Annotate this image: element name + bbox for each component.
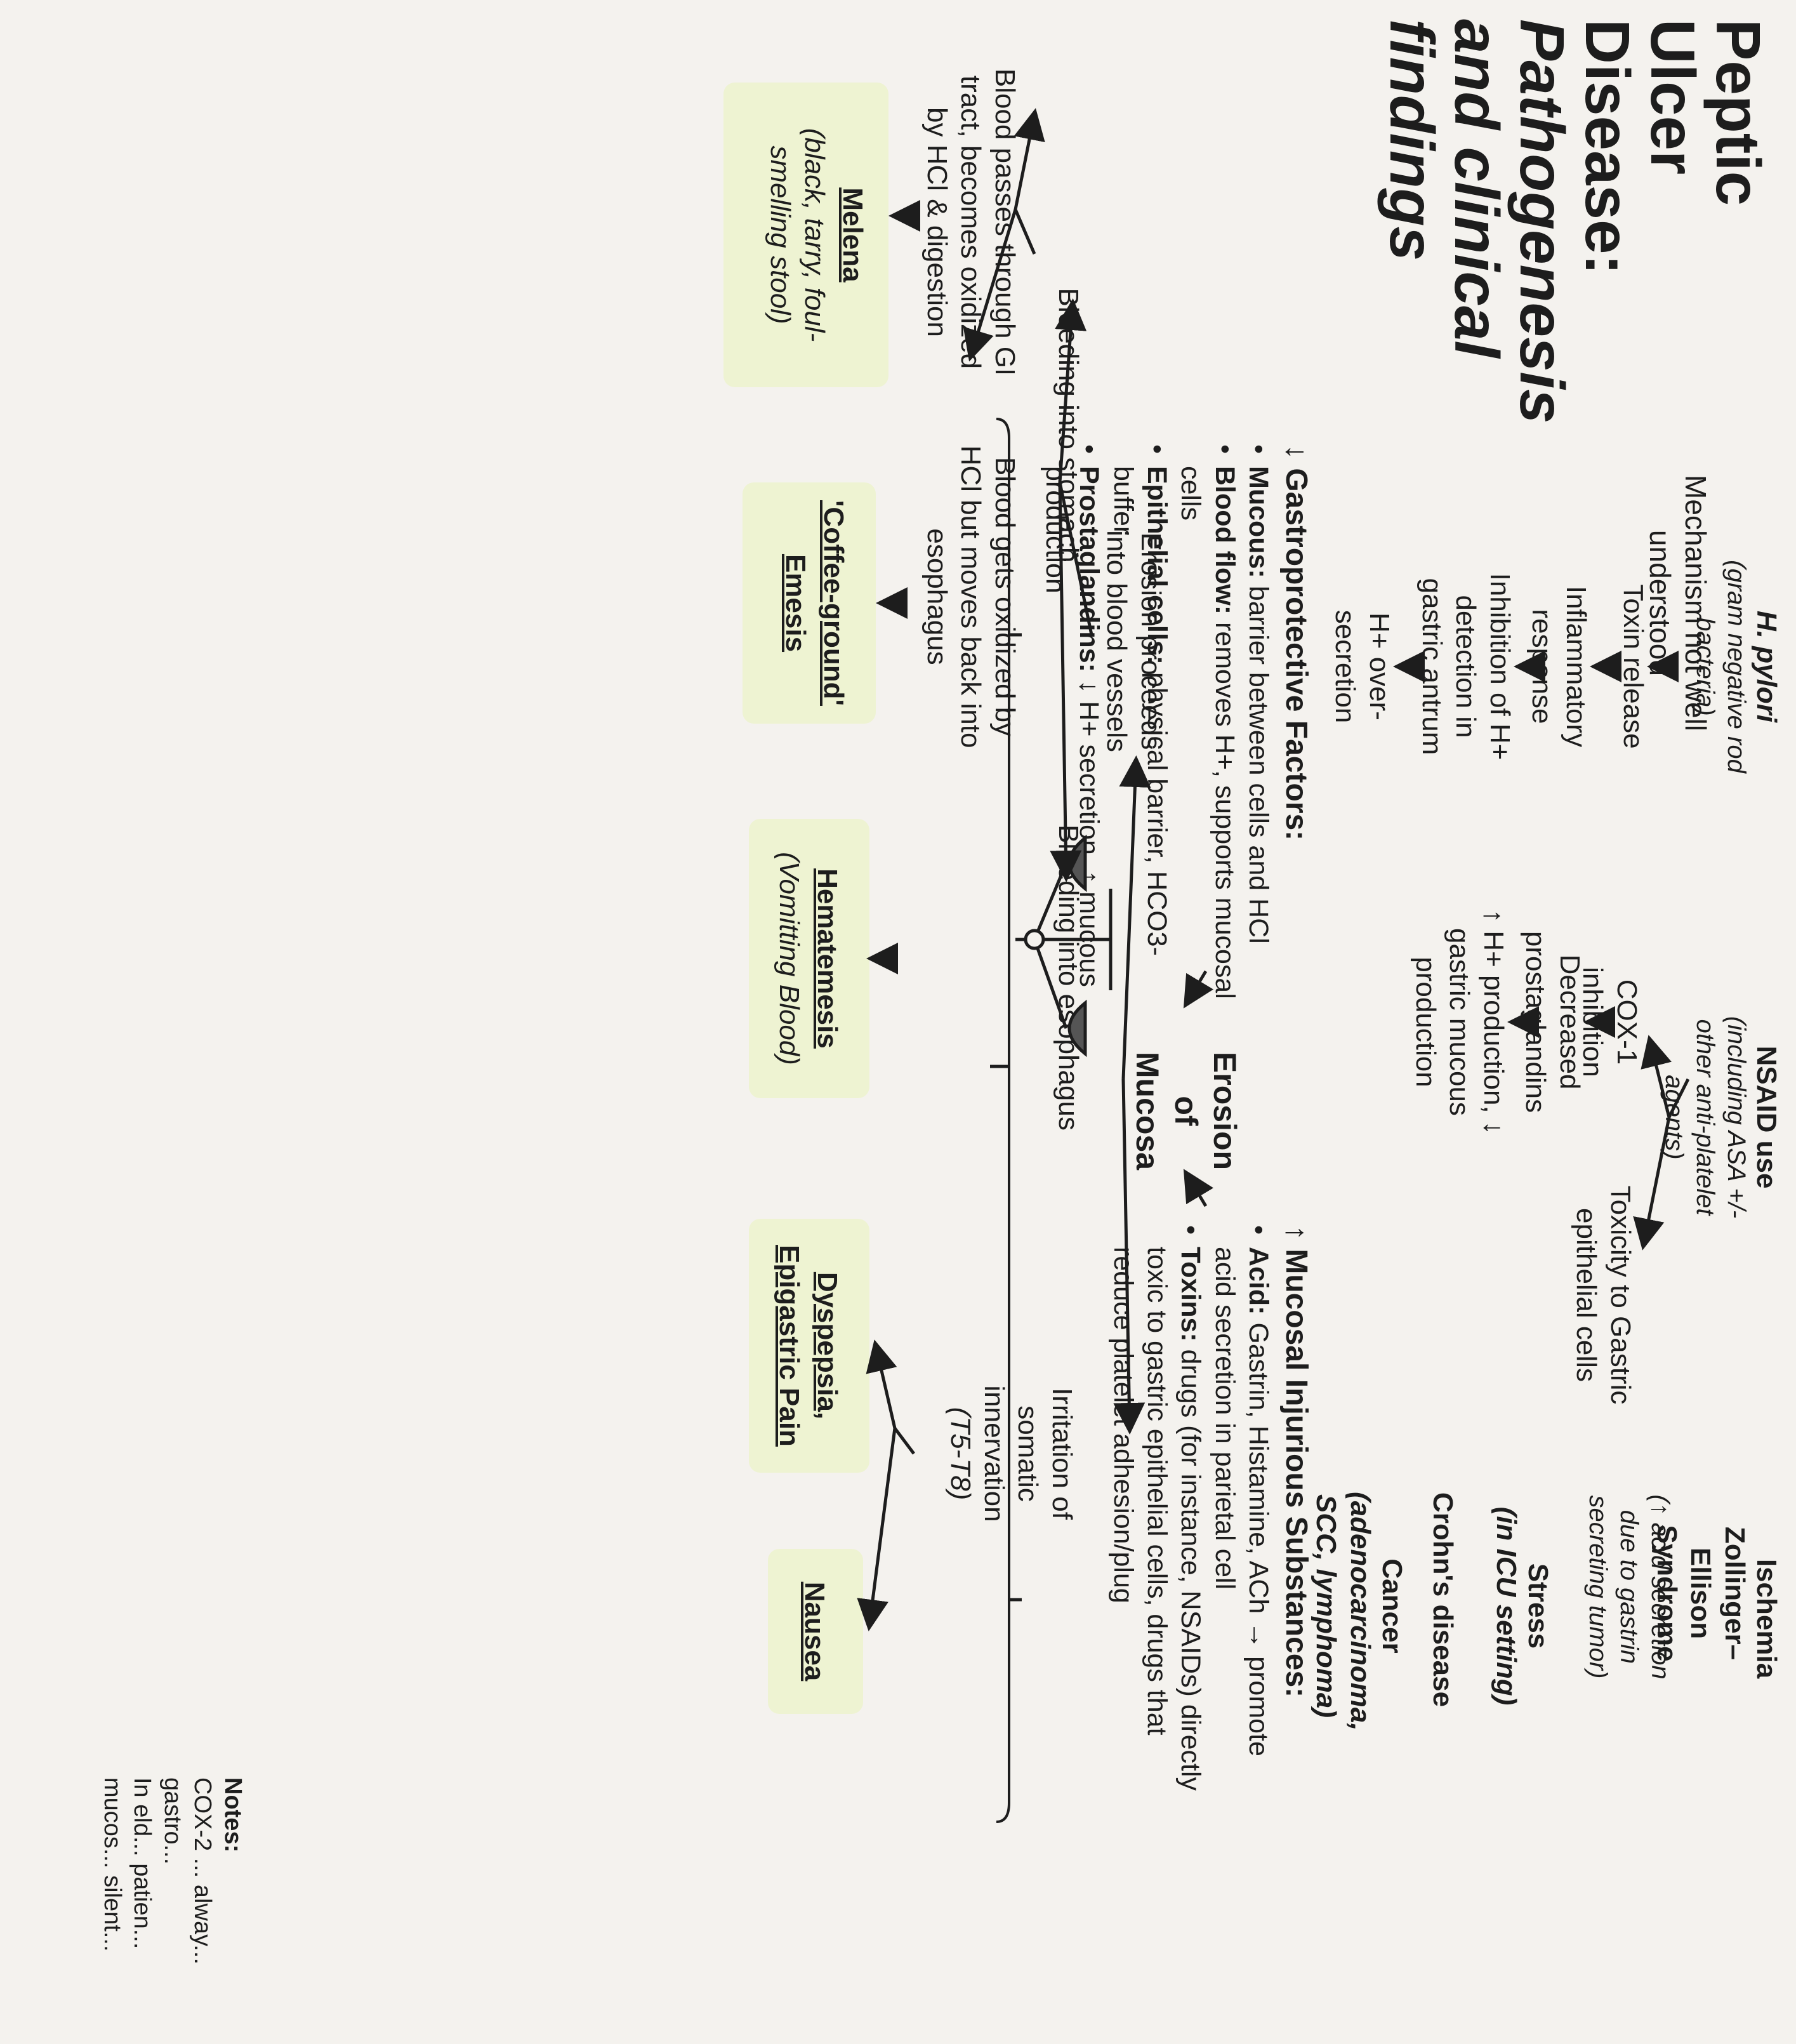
scale-pan-left <box>1067 834 1087 893</box>
irritation-split-2 <box>857 1428 897 1631</box>
stomach-split-2 <box>963 209 1017 362</box>
nsaid-split-right <box>1633 1117 1671 1251</box>
erosion-split-left <box>1119 755 1151 1080</box>
erosion-split-right <box>1113 1078 1146 1435</box>
scale-arm-right <box>1033 939 1068 1029</box>
scale-pan-right <box>1067 999 1087 1058</box>
scale-pivot <box>1024 929 1045 950</box>
stomach-split <box>1014 108 1045 255</box>
nsaid-split <box>1641 1035 1690 1122</box>
diagram-connectors <box>857 108 1690 1823</box>
arrow <box>1183 1169 1214 1207</box>
scale-arm-left <box>1033 863 1068 940</box>
vessels-split <box>1055 298 1093 635</box>
causes-brace <box>996 418 1010 1823</box>
arrow <box>1183 970 1214 1009</box>
vessels-split-2 <box>1050 482 1082 882</box>
